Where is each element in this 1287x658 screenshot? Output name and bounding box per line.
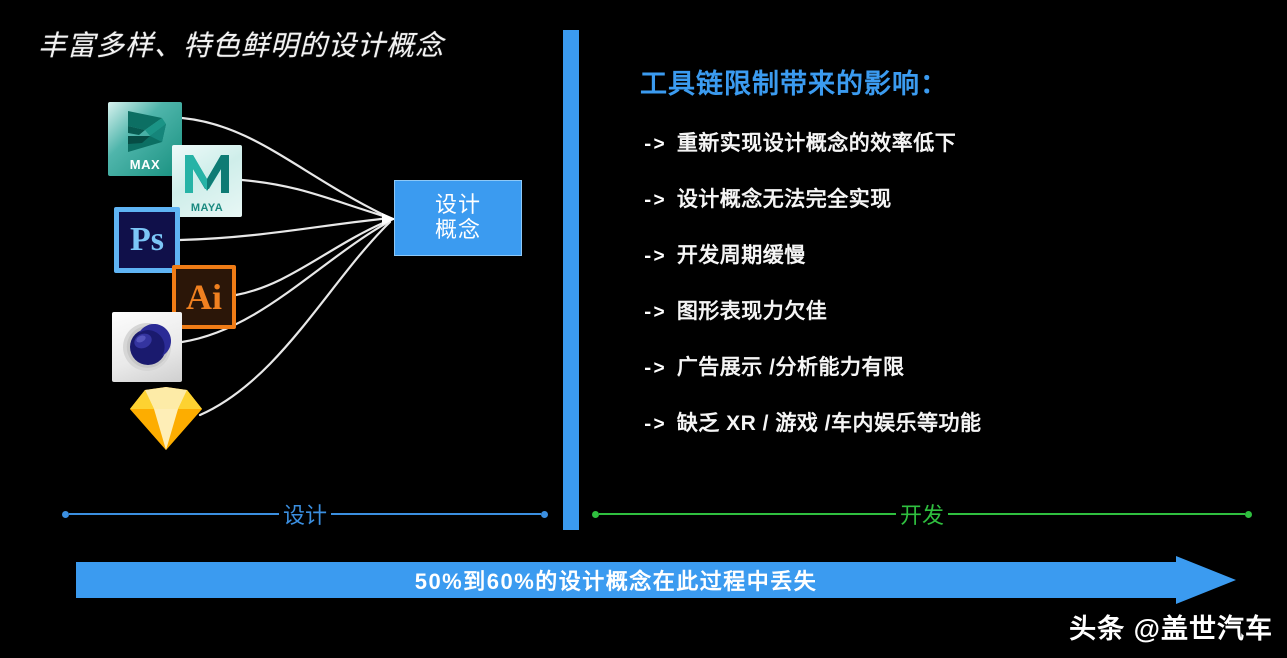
connector-curves <box>178 116 396 417</box>
icon-label-ps: Ps <box>130 221 164 258</box>
icon-3ds-max[interactable]: MAX <box>108 102 182 176</box>
phase-axis-design: 设计 <box>62 497 549 531</box>
arrow-marker: -> <box>642 302 665 324</box>
impact-item-label: 设计概念无法完全实现 <box>676 188 892 211</box>
loss-banner: 50%到60%的设计概念在此过程中丢失 <box>76 556 1236 604</box>
icon-label-maya: MAYA <box>190 202 224 214</box>
icon-label-max: MAX <box>129 157 161 172</box>
photoshop-inner: Ps <box>119 212 175 268</box>
axis-end-dot <box>1245 510 1253 518</box>
phase-label-develop: 开发 <box>900 503 945 528</box>
impact-item: -> 图形表现力欠佳 <box>642 295 1272 325</box>
icon-photoshop[interactable]: Ps <box>114 207 180 273</box>
impact-item: -> 设计概念无法完全实现 <box>642 183 1272 213</box>
maya-glyph <box>185 155 229 193</box>
impact-item-label: 广告展示 /分析能力有限 <box>676 356 905 379</box>
icon-sketch[interactable] <box>126 386 206 452</box>
design-tools-diagram: MAX MAYA Ps Ai <box>0 80 560 480</box>
loss-banner-text: 50%到60%的设计概念在此过程中丢失 <box>414 569 818 594</box>
axis-end-dot <box>541 510 549 518</box>
icon-illustrator[interactable]: Ai <box>172 265 236 329</box>
concept-line-1: 设计 <box>434 192 481 218</box>
arrow-marker: -> <box>642 134 665 156</box>
phase-label-design: 设计 <box>283 503 328 528</box>
impact-item-label: 开发周期缓慢 <box>676 244 806 267</box>
3ds-max-glyph <box>128 111 166 152</box>
vertical-divider <box>563 30 579 530</box>
page-title: 丰富多样、特色鲜明的设计概念 <box>38 30 445 61</box>
axis-line-right <box>948 513 1246 515</box>
axis-line-left <box>599 513 896 515</box>
axis-line-left <box>69 513 279 515</box>
impact-item-label: 图形表现力欠佳 <box>676 300 828 323</box>
impact-panel: 工具链限制带来的影响： -> 重新实现设计概念的效率低下 -> 设计概念无法完全… <box>612 62 1272 463</box>
impact-heading: 工具链限制带来的影响： <box>640 69 948 99</box>
design-concept-box: 设计 概念 <box>394 180 522 256</box>
icon-maya[interactable]: MAYA <box>172 145 242 217</box>
axis-start-dot <box>62 510 69 518</box>
phase-axis-develop: 开发 <box>592 497 1253 531</box>
impact-item-label: 缺乏 XR / 游戏 /车内娱乐等功能 <box>676 412 982 435</box>
concept-line-2: 概念 <box>434 217 481 242</box>
icon-label-ai: Ai <box>186 277 222 317</box>
impact-item: -> 广告展示 /分析能力有限 <box>642 351 1272 381</box>
sketch-glyph <box>130 387 202 450</box>
cinema4d-glyph <box>123 323 171 371</box>
impact-item-label: 重新实现设计概念的效率低下 <box>676 132 957 155</box>
impact-item: -> 缺乏 XR / 游戏 /车内娱乐等功能 <box>642 407 1272 437</box>
impact-item: -> 开发周期缓慢 <box>642 239 1272 269</box>
arrow-marker: -> <box>642 358 665 380</box>
arrow-marker: -> <box>642 414 665 436</box>
illustrator-inner: Ai <box>176 269 232 325</box>
axis-start-dot <box>592 510 599 518</box>
impact-item: -> 重新实现设计概念的效率低下 <box>642 127 1272 157</box>
banner-arrow-shape <box>76 556 1236 604</box>
arrow-marker: -> <box>642 190 665 212</box>
axis-line-right <box>331 513 542 515</box>
arrow-marker: -> <box>642 246 665 268</box>
watermark: 头条 @盖世汽车 <box>1069 614 1273 644</box>
icon-cinema4d[interactable] <box>112 312 182 382</box>
